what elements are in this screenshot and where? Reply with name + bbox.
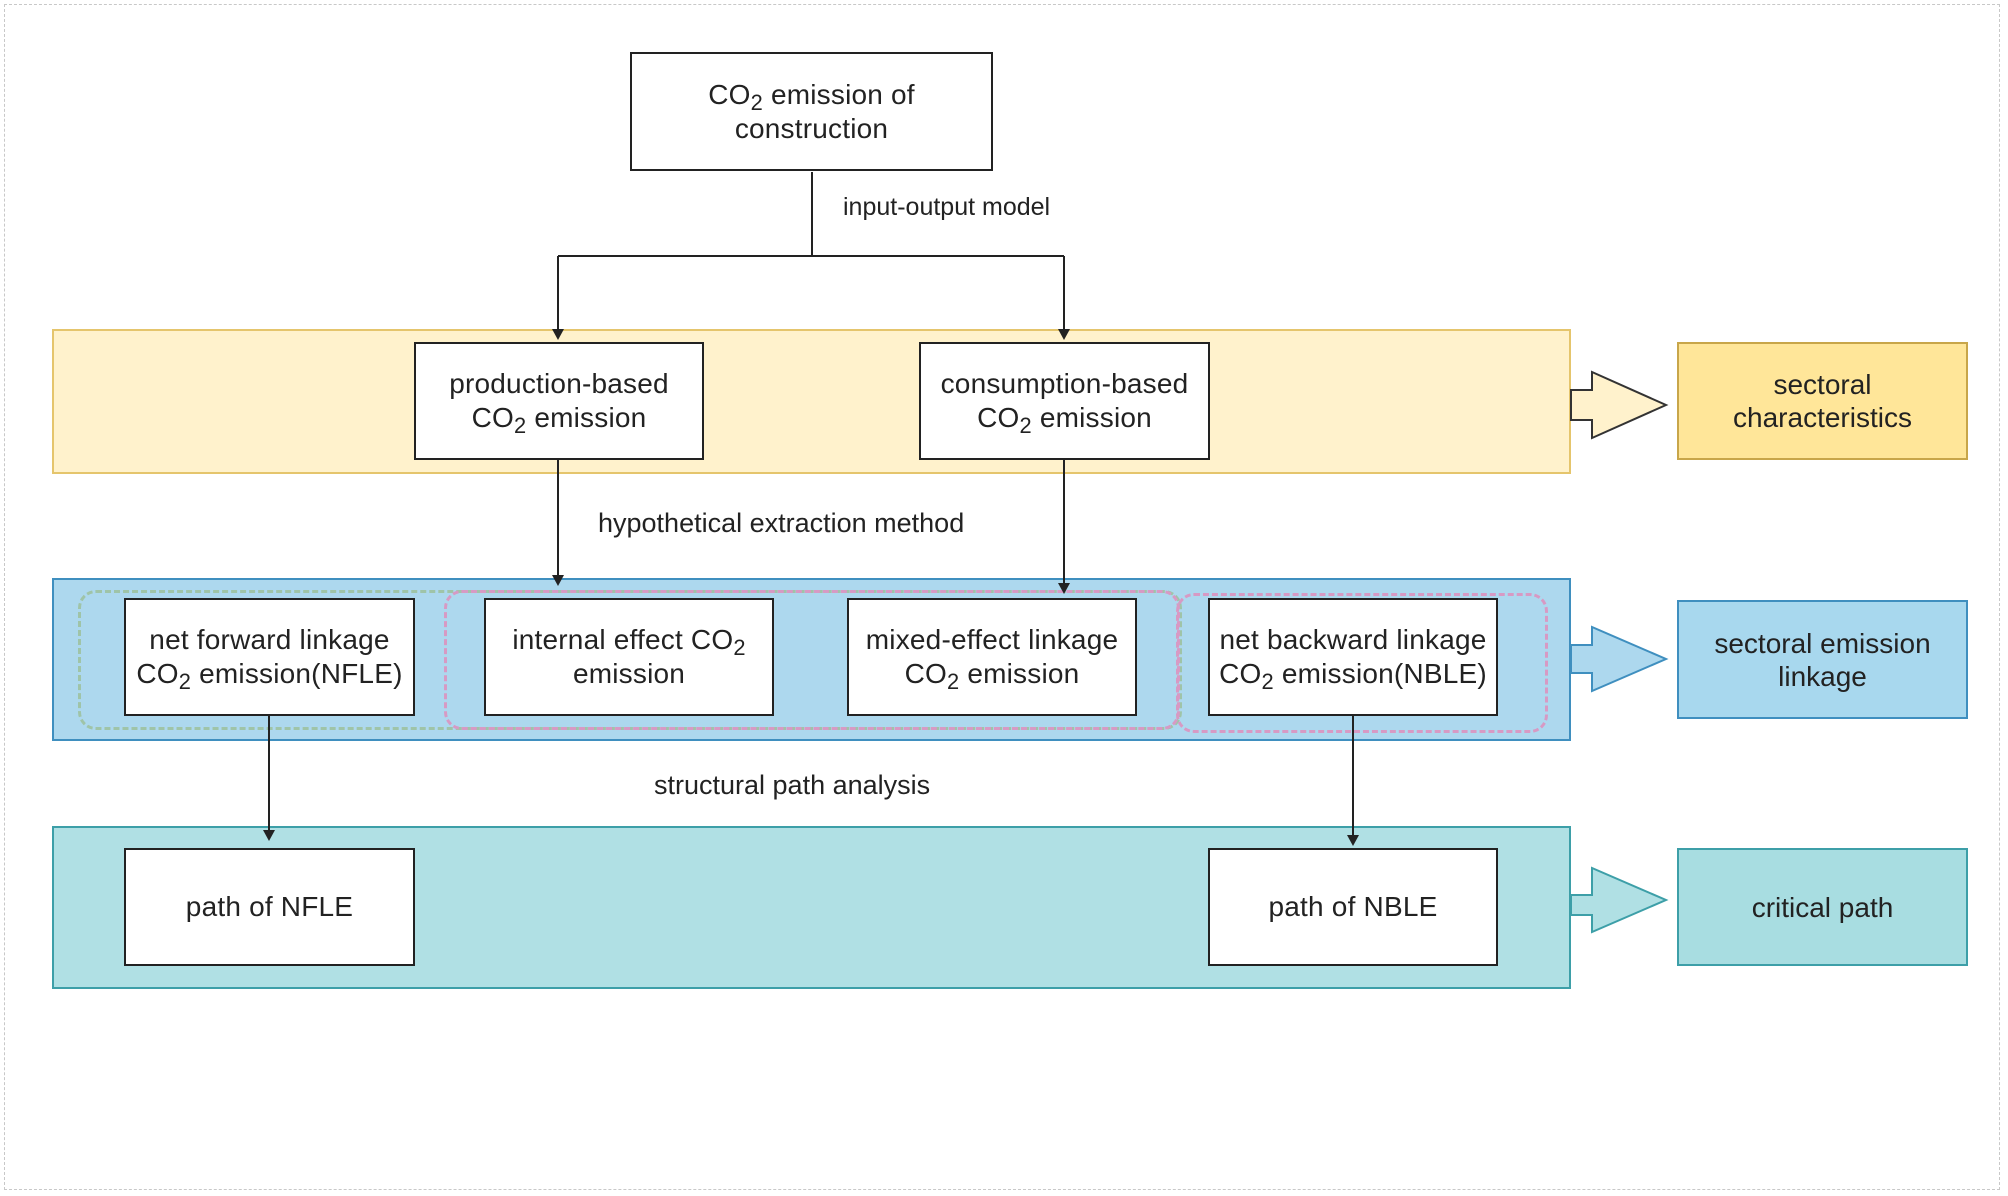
- box-co2-emission-of-construction: CO2 emission of construction: [630, 52, 993, 171]
- arrowhead-mixed: [1058, 583, 1070, 594]
- outcome-critical-path: critical path: [1677, 848, 1968, 966]
- box-internal-effect: internal effect CO2 emission: [484, 598, 774, 716]
- block-arrow-sectoral: [1570, 370, 1669, 440]
- arrowhead-internal: [552, 575, 564, 586]
- box-mixed-effect-linkage: mixed-effect linkage CO2 emission: [847, 598, 1137, 716]
- block-arrow-linkage: [1570, 625, 1669, 693]
- outcome-sectoral-emission-linkage: sectoral emission linkage: [1677, 600, 1968, 719]
- box-net-backward-linkage: net backward linkage CO2 emission(NBLE): [1208, 598, 1498, 716]
- arrowhead-production: [552, 329, 564, 340]
- band-emission-accounting: [52, 329, 1571, 474]
- page-frame: [4, 4, 2000, 1190]
- arrowhead-path-nfle: [263, 830, 275, 841]
- block-arrow-critical: [1570, 866, 1669, 934]
- arrowhead-consumption: [1058, 329, 1070, 340]
- label-structural-path-analysis: structural path analysis: [654, 770, 931, 800]
- backward-group-outline: [1176, 593, 1548, 733]
- box-production-based-emission: production-based CO2 emission: [414, 342, 704, 460]
- box-path-of-nble: path of NBLE: [1208, 848, 1498, 966]
- label-input-output-model: input-output model: [843, 193, 1051, 221]
- box-path-of-nfle: path of NFLE: [124, 848, 415, 966]
- label-hypothetical-extraction-method: hypothetical extraction method: [598, 508, 965, 538]
- box-consumption-based-emission: consumption-based CO2 emission: [919, 342, 1210, 460]
- outcome-sectoral-characteristics: sectoral characteristics: [1677, 342, 1968, 460]
- box-net-forward-linkage: net forward linkage CO2 emission(NFLE): [124, 598, 415, 716]
- arrowhead-path-nble: [1347, 835, 1359, 846]
